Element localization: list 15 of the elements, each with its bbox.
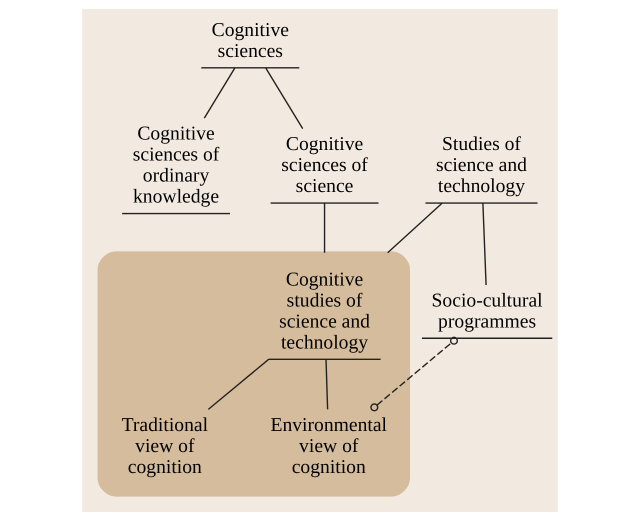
- node-text: Traditional view of cognition: [121, 414, 208, 478]
- connector: [386, 202, 442, 253]
- connector: [324, 358, 328, 409]
- node-text: Studies of science and technology: [436, 134, 526, 197]
- node-text: Cognitive sciences of ordinary knowledge: [132, 123, 219, 208]
- connector: [482, 202, 486, 285]
- node-text: Environmental view of cognition: [270, 414, 387, 478]
- node-text: Socio-cultural programmes: [431, 290, 542, 332]
- node-text: Cognitive sciences: [211, 19, 288, 62]
- connector: [203, 67, 235, 118]
- connector: [323, 202, 325, 252]
- connector: [370, 336, 458, 411]
- node-text: Cognitive sciences of science: [280, 134, 368, 197]
- connector: [264, 67, 303, 129]
- connector: [207, 358, 269, 410]
